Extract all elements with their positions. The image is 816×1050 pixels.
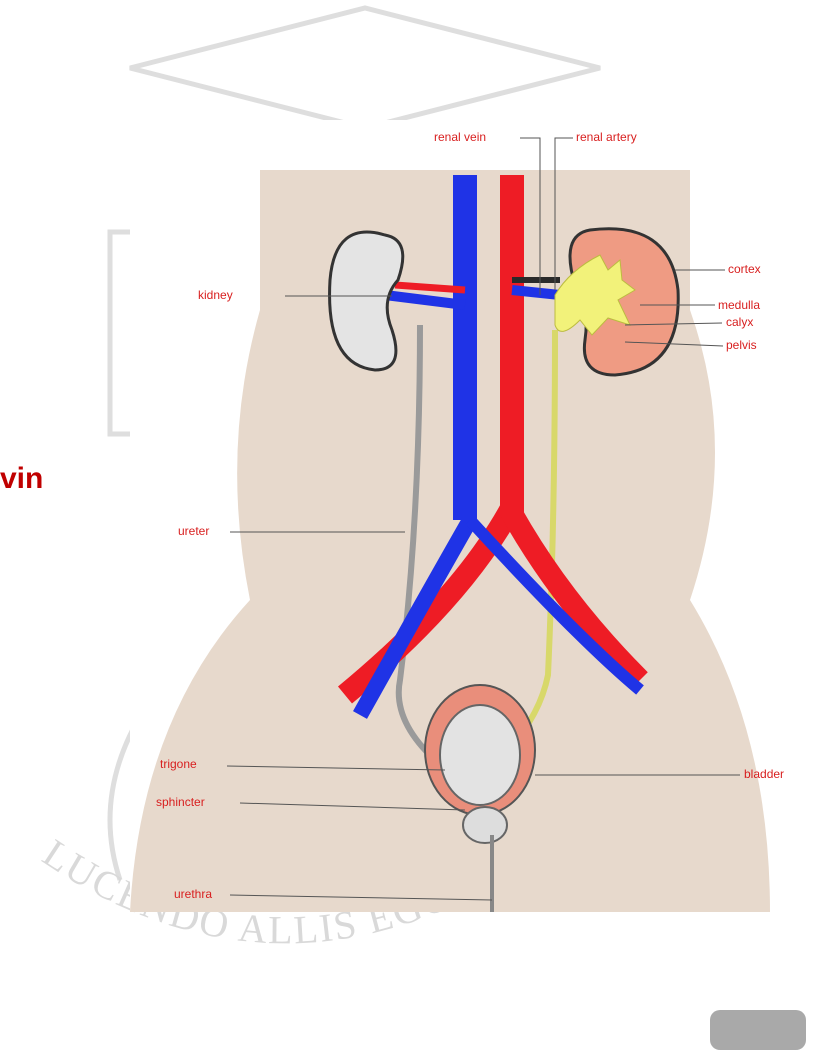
bladder-interior [440,705,520,805]
label-urethra: urethra [174,887,212,901]
label-cortex: cortex [728,262,761,276]
label-renal-vein: renal vein [434,130,486,144]
label-sphincter: sphincter [156,795,205,809]
label-ureter: ureter [178,524,209,538]
prostate [463,807,507,843]
label-pelvis: pelvis [726,338,757,352]
renal-vessel-left-artery [395,285,465,290]
mortarboard-watermark-icon [130,8,600,128]
anatomy-illustration [130,120,816,912]
label-renal-artery: renal artery [576,130,637,144]
label-medulla: medulla [718,298,760,312]
renal-vein-right [512,290,560,295]
label-trigone: trigone [160,757,197,771]
label-kidney: kidney [198,288,233,302]
urinary-system-diagram: renal vein renal artery kidney cortex me… [130,120,816,912]
slide-title-fragment: vin [0,462,43,496]
slide-nav-button[interactable] [710,1010,806,1050]
label-calyx: calyx [726,315,753,329]
label-bladder: bladder [744,767,784,781]
